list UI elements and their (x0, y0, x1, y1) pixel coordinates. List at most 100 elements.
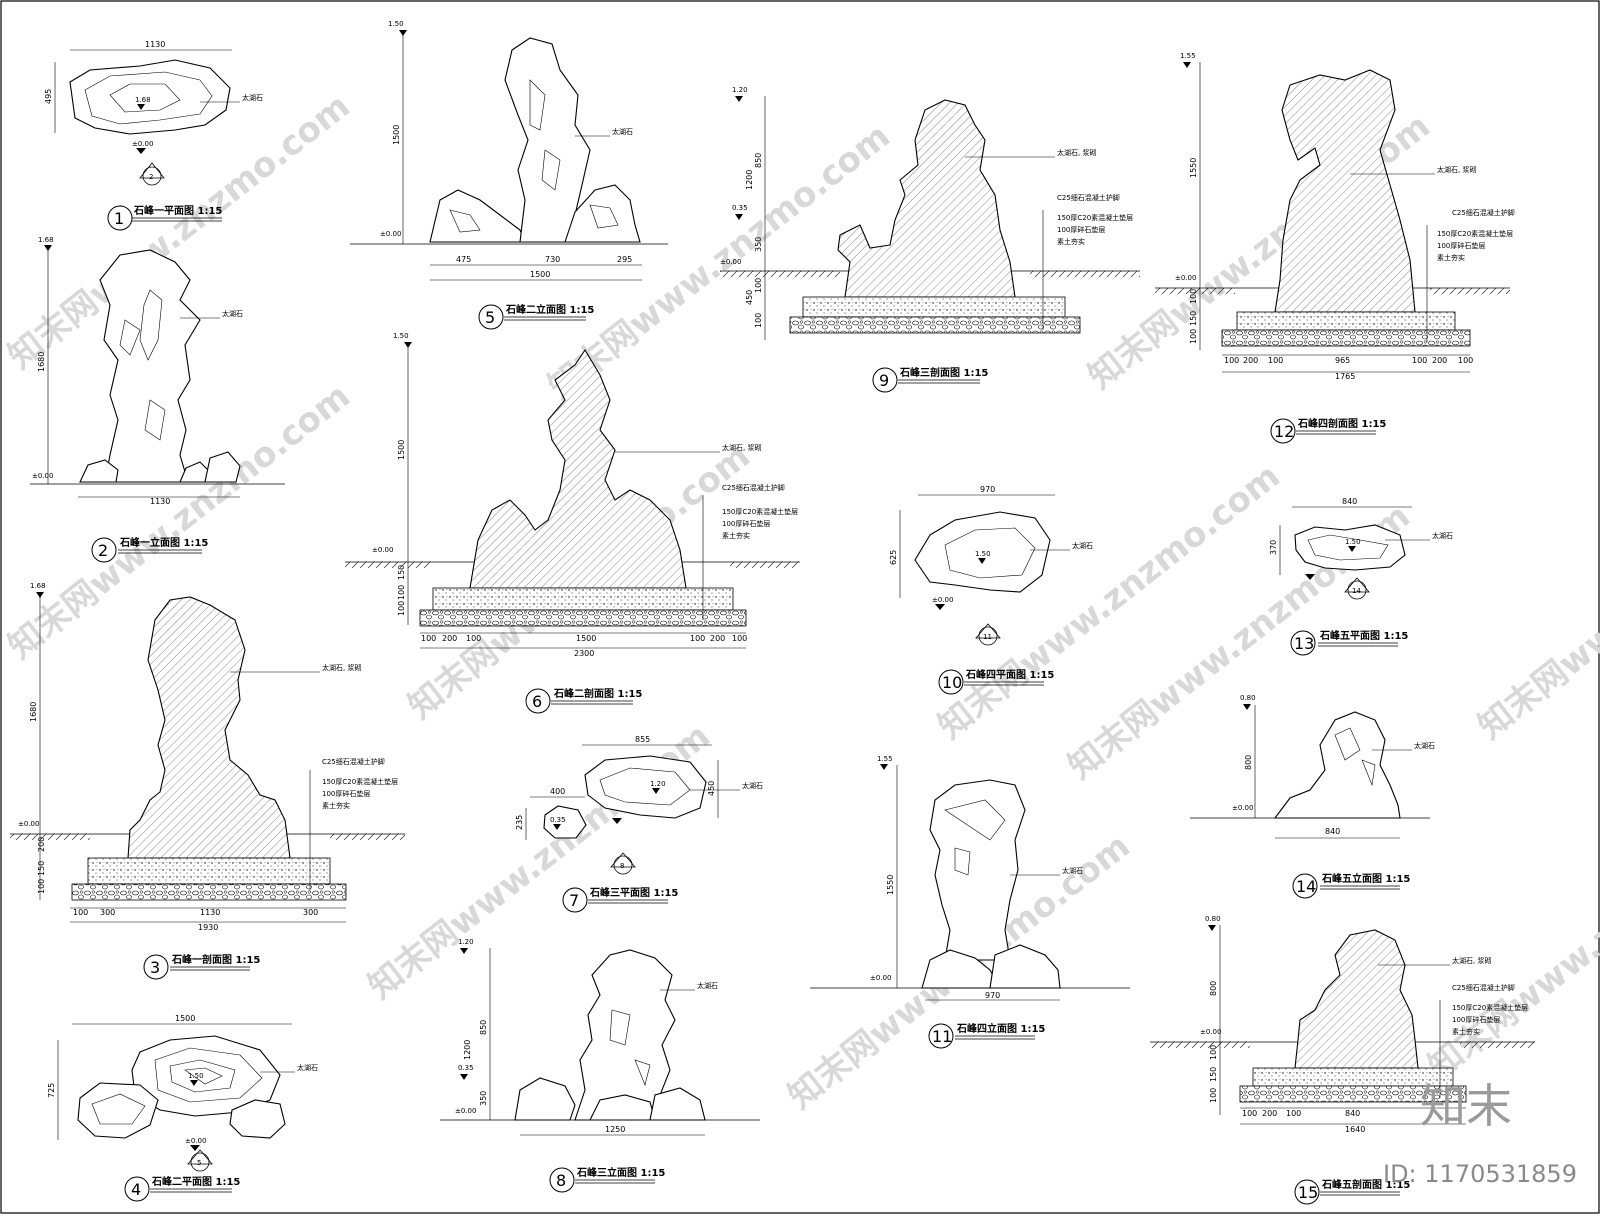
svg-text:800: 800 (1244, 755, 1253, 770)
svg-text:4: 4 (131, 1180, 141, 1199)
svg-text:1765: 1765 (1335, 372, 1355, 381)
svg-text:1550: 1550 (886, 875, 895, 895)
svg-text:1680: 1680 (37, 352, 46, 372)
svg-text:855: 855 (635, 735, 650, 744)
svg-text:840: 840 (1345, 1109, 1360, 1118)
drawing-2-elevation: 1.68 1680 ±0.00 太湖石 1130 2 石峰一立面图 1:15 (30, 236, 285, 563)
svg-text:150厚C20素混凝土垫层: 150厚C20素混凝土垫层 (722, 507, 798, 516)
svg-text:100: 100 (690, 634, 705, 643)
svg-text:石峰一立面图 1:15: 石峰一立面图 1:15 (119, 536, 208, 549)
svg-text:13: 13 (1294, 634, 1314, 653)
drawing-10-plan: 970 625 1.50 太湖石 ±0.00 11 10 石峰四平面图 1:15 (889, 485, 1093, 695)
svg-text:1250: 1250 (605, 1125, 625, 1134)
svg-text:1200: 1200 (745, 170, 754, 190)
svg-text:730: 730 (545, 255, 560, 264)
svg-text:9: 9 (879, 371, 889, 390)
svg-text:200: 200 (1432, 356, 1447, 365)
svg-text:太湖石, 浆砌: 太湖石, 浆砌 (1437, 165, 1476, 174)
svg-text:100: 100 (73, 908, 88, 917)
svg-text:450: 450 (707, 781, 716, 796)
svg-text:太湖石: 太湖石 (222, 309, 243, 318)
svg-text:150厚C20素混凝土垫层: 150厚C20素混凝土垫层 (322, 777, 398, 786)
svg-text:C25细石混凝土护脚: C25细石混凝土护脚 (722, 483, 785, 492)
svg-text:C25细石混凝土护脚: C25细石混凝土护脚 (1452, 983, 1515, 992)
svg-text:100: 100 (397, 585, 406, 600)
svg-text:素土夯实: 素土夯实 (322, 801, 350, 810)
svg-text:6: 6 (532, 692, 542, 711)
svg-text:太湖石: 太湖石 (742, 781, 763, 790)
svg-text:±0.00: ±0.00 (18, 820, 39, 828)
svg-text:0.35: 0.35 (458, 1064, 474, 1072)
svg-text:石峰三剖面图 1:15: 石峰三剖面图 1:15 (899, 366, 988, 379)
svg-text:石峰五平面图 1:15: 石峰五平面图 1:15 (1319, 629, 1408, 642)
watermark-text: 知末网www.znzmo.com (931, 456, 1288, 747)
drawing-15-section: 0.80 800 ±0.00 100 150 100 太湖石, 浆砌 C25细石… (1150, 915, 1535, 1205)
svg-text:12: 12 (1274, 422, 1294, 441)
svg-text:太湖石: 太湖石 (297, 1063, 318, 1072)
svg-text:1.55: 1.55 (1180, 52, 1196, 60)
svg-text:725: 725 (47, 1083, 56, 1098)
svg-text:1550: 1550 (1189, 158, 1198, 178)
svg-text:1.20: 1.20 (732, 86, 748, 94)
svg-text:±0.00: ±0.00 (32, 472, 53, 480)
svg-text:100: 100 (1209, 1045, 1218, 1060)
svg-text:太湖石: 太湖石 (1072, 541, 1093, 550)
svg-text:1.50: 1.50 (188, 1072, 204, 1080)
svg-text:1.68: 1.68 (135, 96, 151, 104)
svg-text:素土夯实: 素土夯实 (1057, 237, 1085, 246)
svg-text:8: 8 (620, 862, 624, 870)
svg-text:10: 10 (942, 673, 962, 692)
svg-text:850: 850 (754, 153, 763, 168)
svg-text:石峰一平面图 1:15: 石峰一平面图 1:15 (133, 204, 222, 217)
svg-text:100厚碎石垫层: 100厚碎石垫层 (1452, 1015, 1500, 1024)
svg-text:14: 14 (1296, 877, 1316, 896)
svg-text:200: 200 (1262, 1109, 1277, 1118)
drawing-11-elevation: 1.55 1550 ±0.00 太湖石 970 11 石峰四立面图 1:15 (810, 755, 1130, 1049)
svg-text:1.55: 1.55 (877, 755, 893, 763)
svg-text:100厚碎石垫层: 100厚碎石垫层 (722, 519, 770, 528)
svg-text:1500: 1500 (576, 634, 596, 643)
svg-text:1680: 1680 (29, 702, 38, 722)
svg-text:±0.00: ±0.00 (1175, 274, 1196, 282)
svg-text:7: 7 (569, 891, 579, 910)
svg-text:850: 850 (479, 1020, 488, 1035)
svg-text:475: 475 (456, 255, 471, 264)
svg-text:1500: 1500 (397, 440, 406, 460)
svg-text:5: 5 (197, 1159, 201, 1167)
svg-text:11: 11 (983, 633, 992, 641)
svg-text:235: 235 (515, 815, 524, 830)
svg-text:5: 5 (485, 308, 495, 327)
svg-text:±0.00: ±0.00 (185, 1137, 206, 1145)
svg-text:150厚C20素混凝土垫层: 150厚C20素混凝土垫层 (1057, 213, 1133, 222)
svg-text:石峰三立面图 1:15: 石峰三立面图 1:15 (576, 1166, 665, 1179)
svg-text:100: 100 (754, 313, 763, 328)
svg-text:±0.00: ±0.00 (720, 258, 741, 266)
svg-text:100: 100 (1224, 356, 1239, 365)
id-label: ID: 1170531859 (1383, 1160, 1577, 1188)
svg-text:±0.00: ±0.00 (380, 230, 401, 238)
svg-text:1500: 1500 (392, 125, 401, 145)
svg-text:±0.00: ±0.00 (455, 1107, 476, 1115)
svg-text:100: 100 (1242, 1109, 1257, 1118)
svg-text:±0.00: ±0.00 (132, 140, 153, 148)
svg-text:970: 970 (985, 991, 1000, 1000)
svg-text:100: 100 (1458, 356, 1473, 365)
svg-text:300: 300 (303, 908, 318, 917)
svg-text:±0.00: ±0.00 (1232, 804, 1253, 812)
svg-text:1.50: 1.50 (393, 332, 409, 340)
svg-text:100: 100 (1412, 356, 1427, 365)
svg-text:石峰四平面图 1:15: 石峰四平面图 1:15 (965, 668, 1054, 681)
svg-text:840: 840 (1325, 827, 1340, 836)
svg-text:素土夯实: 素土夯实 (722, 531, 750, 540)
svg-text:1130: 1130 (150, 497, 170, 506)
svg-text:2: 2 (149, 173, 153, 181)
svg-text:太湖石: 太湖石 (242, 93, 263, 102)
svg-text:1: 1 (114, 209, 124, 228)
svg-text:1.50: 1.50 (1345, 538, 1361, 546)
svg-text:625: 625 (889, 550, 898, 565)
svg-text:石峰二立面图 1:15: 石峰二立面图 1:15 (505, 303, 594, 316)
svg-text:300: 300 (100, 908, 115, 917)
svg-text:100厚碎石垫层: 100厚碎石垫层 (322, 789, 370, 798)
